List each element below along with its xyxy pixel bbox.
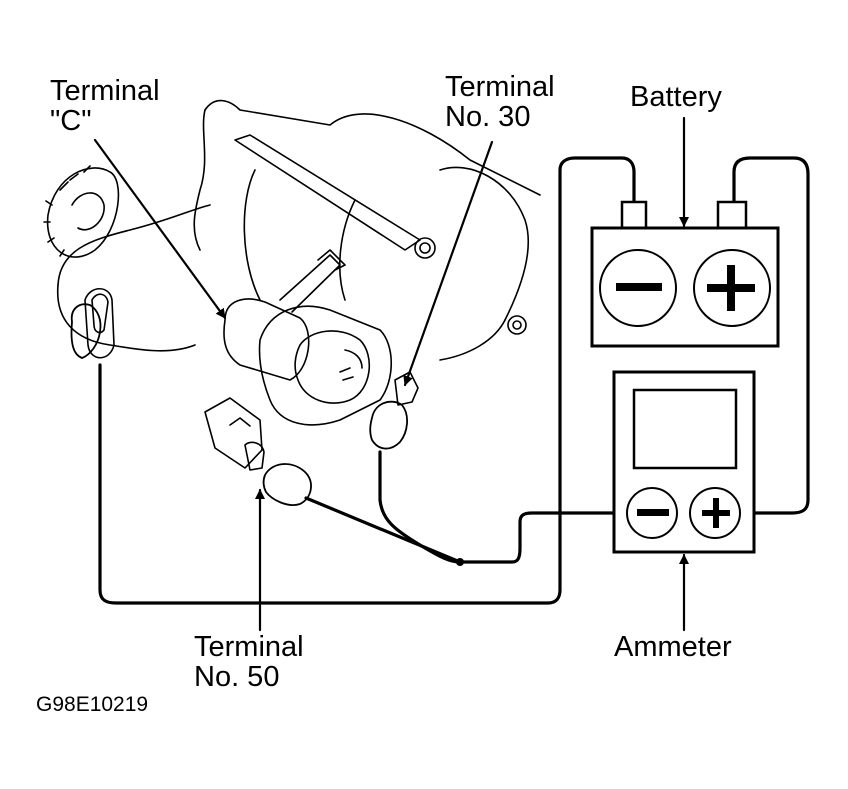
wire-terminal-c: [98, 156, 636, 605]
wire-to-ammeter-negative: [458, 511, 628, 564]
terminal-c-boot: [70, 303, 102, 359]
starter-motor: [43, 99, 541, 471]
label-terminal-50-line2: No. 50: [194, 661, 280, 693]
wiring: [98, 156, 810, 605]
wire-terminal-50: [304, 496, 462, 564]
label-terminal-50: Terminal No. 50: [194, 632, 304, 692]
leader-arrow-terminal-c: [93, 138, 227, 320]
ammeter-minus-icon: [626, 487, 678, 539]
label-terminal-c-line1: Terminal: [50, 75, 160, 107]
ammeter-plus-icon: [689, 487, 741, 539]
figure-code: G98E10219: [36, 693, 149, 716]
leader-arrow-terminal-30: [403, 140, 494, 387]
label-battery: Battery: [630, 81, 722, 113]
wire-battery-positive: [732, 156, 810, 515]
label-terminal-30: Terminal No. 30: [445, 72, 555, 132]
wire-junction: [456, 558, 464, 566]
label-ammeter: Ammeter: [614, 631, 732, 663]
battery-minus-icon: [599, 249, 677, 327]
battery-negative-post: [620, 200, 648, 230]
label-terminal-30-line2: No. 30: [445, 101, 531, 133]
terminal-30-boot: [369, 400, 408, 450]
pinion-gear-icon: [43, 165, 120, 258]
ammeter-display: [632, 388, 738, 470]
battery: [590, 200, 780, 348]
label-terminal-30-line1: Terminal: [445, 71, 555, 103]
terminal-50-boot: [262, 463, 312, 506]
label-terminal-c-line2: "C": [50, 105, 92, 137]
battery-positive-post: [716, 200, 748, 230]
battery-plus-icon: [693, 249, 771, 327]
label-terminal-50-line1: Terminal: [194, 631, 304, 663]
label-terminal-c: Terminal "C": [50, 76, 160, 136]
ammeter: [612, 370, 756, 554]
